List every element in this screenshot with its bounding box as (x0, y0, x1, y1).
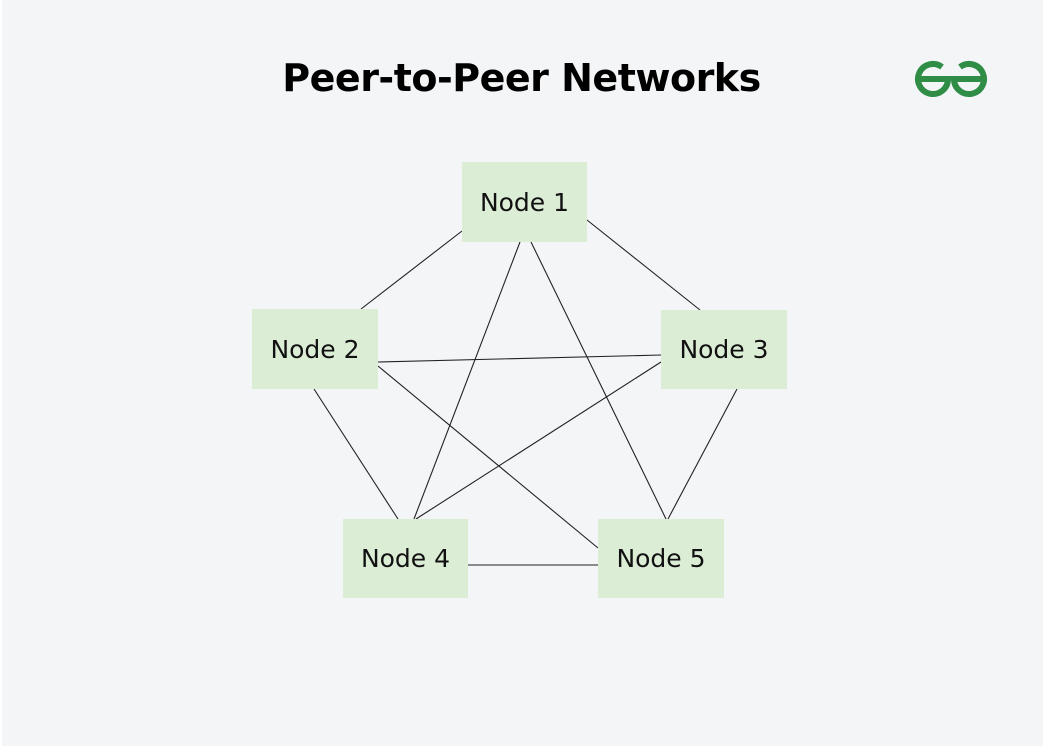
node-2-label: Node 2 (270, 334, 360, 364)
node-1: Node 1 (462, 162, 587, 242)
edge-n3-n4 (415, 361, 662, 520)
edge-n3-n5 (667, 388, 738, 520)
node-5: Node 5 (598, 519, 724, 598)
page-title: Peer-to-Peer Networks (282, 56, 761, 100)
node-4-label: Node 4 (360, 544, 451, 573)
edge-n1-n5 (530, 241, 667, 520)
node-4: Node 4 (343, 519, 468, 598)
edge-n2-n5 (377, 365, 599, 549)
node-1-label: Node 1 (479, 187, 570, 217)
edge-n2-n4 (313, 388, 399, 520)
node-2: Node 2 (252, 309, 378, 389)
edge-n1-n2 (360, 230, 463, 310)
node-3: Node 3 (661, 310, 787, 389)
node-5-label: Node 5 (616, 544, 706, 573)
edge-n2-n3 (377, 354, 662, 363)
edge-n1-n4 (413, 241, 521, 520)
edge-n1-n3 (586, 219, 701, 311)
geeksforgeeks-logo-icon (915, 61, 987, 97)
node-3-label: Node 3 (679, 335, 769, 364)
